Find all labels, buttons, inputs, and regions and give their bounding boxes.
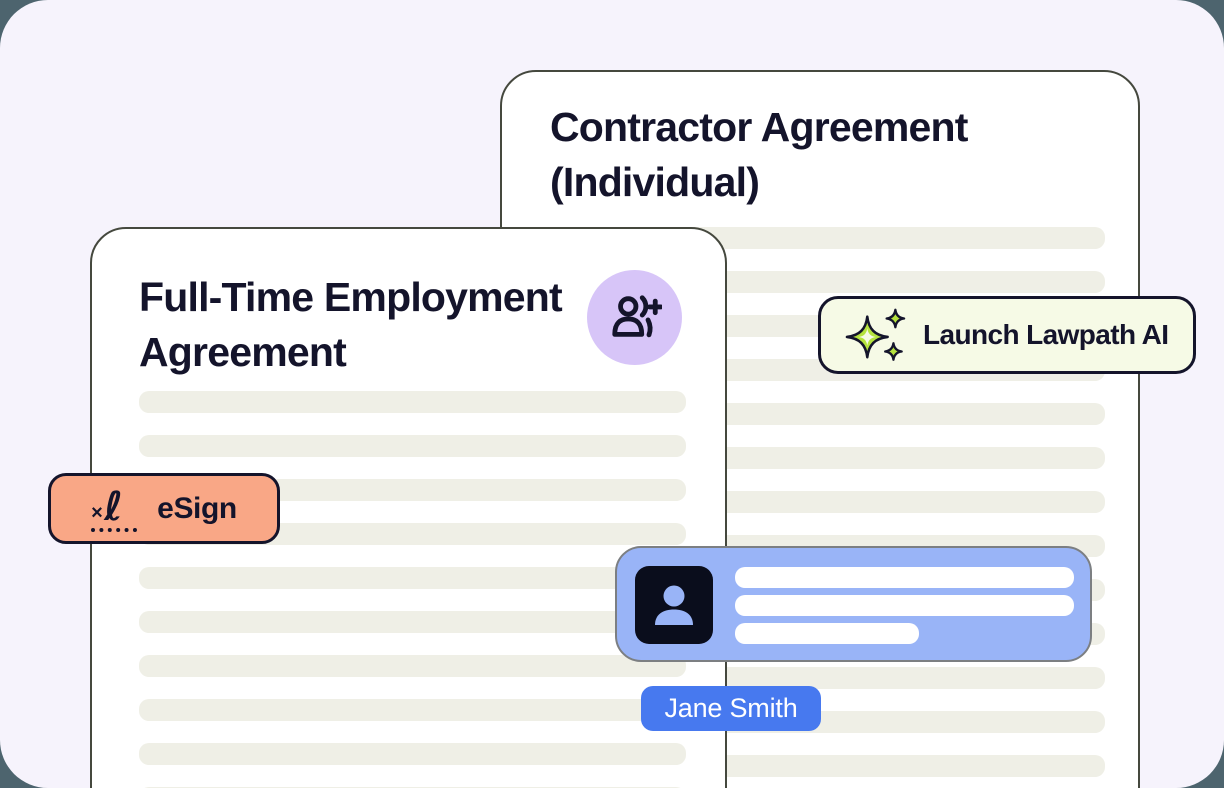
esign-button[interactable]: × ℓ eSign <box>48 473 280 544</box>
skeleton-line <box>139 567 686 589</box>
employment-agreement-title: Full-Time Employment Agreement <box>139 274 563 375</box>
skeleton-line <box>139 655 686 677</box>
launch-lawpath-ai-button[interactable]: Launch Lawpath AI <box>818 296 1196 374</box>
profile-text-lines <box>735 567 1074 651</box>
avatar-person-icon <box>635 566 713 644</box>
skeleton-line <box>139 611 686 633</box>
name-tag-label: Jane Smith <box>664 693 798 723</box>
skeleton-line <box>139 699 686 721</box>
skeleton-line <box>139 435 686 457</box>
employment-agreement-header: Full-Time Employment Agreement <box>139 270 682 380</box>
profile-card <box>615 546 1092 662</box>
skeleton-line <box>139 743 686 765</box>
name-tag: Jane Smith <box>641 686 821 731</box>
signature-x-mark: × <box>91 501 103 524</box>
text-line <box>735 623 919 644</box>
employment-agreement-body <box>139 391 686 788</box>
text-line <box>735 595 1074 616</box>
launch-lawpath-ai-label: Launch Lawpath AI <box>923 319 1169 350</box>
skeleton-line <box>139 391 686 413</box>
text-line <box>735 567 1074 588</box>
sparkles-icon <box>845 304 907 366</box>
signature-icon: × ℓ <box>91 486 139 532</box>
person-add-icon <box>587 270 682 365</box>
signature-squiggle: ℓ <box>104 483 124 530</box>
esign-label: eSign <box>157 491 237 525</box>
contractor-agreement-title: Contractor Agreement (Individual) <box>550 104 968 205</box>
signature-dotted-line <box>91 527 138 532</box>
